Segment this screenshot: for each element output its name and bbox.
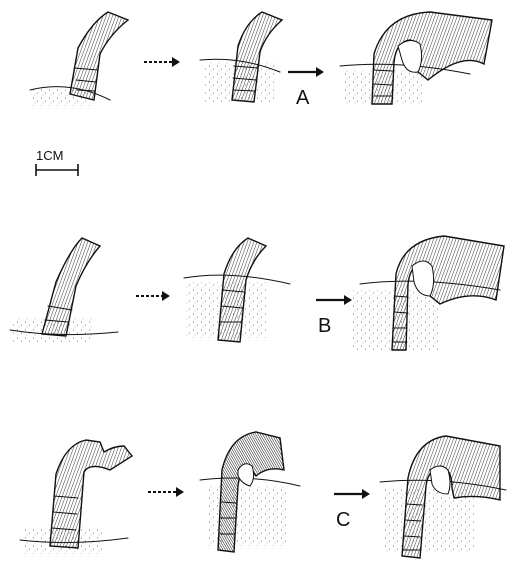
row-label: A	[296, 87, 310, 109]
row-c: C	[20, 432, 506, 558]
solid-arrow-icon	[316, 295, 352, 305]
row-b: B	[10, 236, 504, 350]
row-label: B	[318, 315, 331, 337]
scale-bar-label: 1CM	[36, 148, 63, 163]
tube-stage-2	[200, 12, 282, 102]
tube-stage-1	[30, 12, 128, 106]
tube-stage-2	[200, 432, 300, 552]
row-label: C	[336, 509, 350, 531]
tube-stage-3	[350, 236, 504, 350]
dashed-arrow-icon	[148, 487, 184, 497]
tube-stage-1	[10, 238, 118, 342]
dashed-arrow-icon	[136, 291, 170, 301]
tube-stage-1	[20, 440, 132, 554]
scale-bar: 1CM	[36, 148, 78, 176]
tube-stage-3	[380, 436, 506, 558]
solid-arrow-icon	[334, 489, 370, 499]
dashed-arrow-icon	[144, 57, 180, 67]
row-a: A	[30, 12, 492, 109]
tube-stage-3	[340, 12, 492, 104]
solid-arrow-icon	[288, 67, 324, 77]
tube-stage-2	[184, 238, 290, 342]
